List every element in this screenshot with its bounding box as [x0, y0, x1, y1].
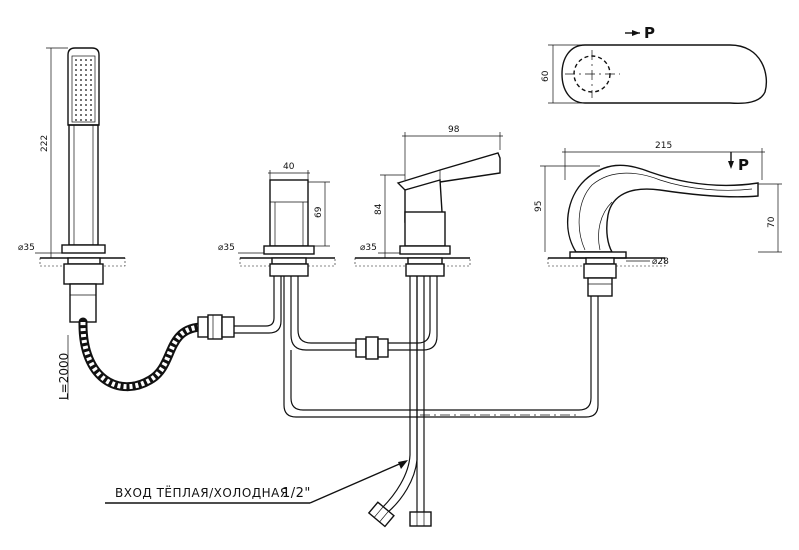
inlet-caption-group: ВХОД ТЁПЛАЯ/ХОЛОДНАЯ 1/2" [105, 460, 408, 504]
spout-flange-dimension: ⌀28 [652, 257, 669, 267]
spray-hole [90, 59, 92, 61]
mixer-body: 98 84 ⌀35 [354, 125, 503, 277]
spray-hole [75, 119, 77, 121]
spray-hole [80, 59, 82, 61]
spray-hole [75, 104, 77, 106]
inlet-caption: ВХОД ТЁПЛАЯ/ХОЛОДНАЯ [115, 485, 289, 500]
spray-hole [75, 79, 77, 81]
mixer-width-dimension: 98 [448, 125, 460, 135]
spray-hole [90, 89, 92, 91]
shower-hose: L=2000 [57, 314, 235, 400]
spray-hole [90, 114, 92, 116]
spray-hole [80, 114, 82, 116]
spray-hole [85, 114, 87, 116]
handle-flange-dimension: ⌀35 [218, 243, 235, 253]
spray-hole [85, 109, 87, 111]
spray-hole [85, 84, 87, 86]
handle-width-dimension: 40 [283, 162, 295, 172]
spray-hole [85, 119, 87, 121]
spray-hole [80, 64, 82, 66]
spray-hole [90, 109, 92, 111]
spray-hole [85, 79, 87, 81]
spray-hole [85, 59, 87, 61]
spray-hole [80, 69, 82, 71]
spray-hole [90, 69, 92, 71]
spray-hole [80, 94, 82, 96]
spray-hole [80, 119, 82, 121]
spray-hole [75, 64, 77, 66]
spray-hole [90, 64, 92, 66]
top-view-width-dimension: 60 [541, 70, 551, 82]
mixer-height-dimension: 84 [374, 203, 384, 215]
shower-flange-dimension: ⌀35 [18, 243, 35, 253]
spray-hole [90, 119, 92, 121]
spray-hole [90, 94, 92, 96]
spray-hole [85, 69, 87, 71]
spray-hole [80, 84, 82, 86]
handle-height-dimension: 69 [314, 206, 324, 218]
spray-hole [75, 89, 77, 91]
diverter-handle: 40 69 ⌀35 [218, 162, 336, 277]
spout-side-view: 215 95 70 P ⌀28 [534, 141, 782, 297]
inlet-size: 1/2" [282, 486, 311, 501]
hand-shower: 222 ⌀35 [18, 47, 126, 323]
spray-hole [85, 89, 87, 91]
spray-hole [80, 74, 82, 76]
spray-hole [85, 94, 87, 96]
spray-hole [75, 69, 77, 71]
spray-hole [90, 74, 92, 76]
spray-hole [80, 89, 82, 91]
spray-hole [85, 99, 87, 101]
mixer-flange-dimension: ⌀35 [360, 243, 377, 253]
spray-hole [75, 84, 77, 86]
spray-hole [75, 94, 77, 96]
side-view-arrow-label: P [738, 156, 749, 174]
spray-hole [90, 84, 92, 86]
spout-length-dimension: 215 [655, 141, 672, 151]
top-view-arrow: P [625, 24, 655, 42]
spray-hole [75, 109, 77, 111]
hose-length-label: L=2000 [57, 353, 71, 400]
spray-hole [90, 79, 92, 81]
spray-hole [75, 74, 77, 76]
shower-spray-holes [75, 59, 92, 121]
spray-hole [80, 109, 82, 111]
spray-hole [90, 99, 92, 101]
spray-hole [80, 99, 82, 101]
spout-top-view: 60 P [541, 24, 767, 104]
spray-hole [80, 79, 82, 81]
spray-hole [75, 99, 77, 101]
spray-hole [85, 64, 87, 66]
top-view-arrow-label: P [644, 24, 655, 42]
spray-hole [80, 104, 82, 106]
side-view-arrow: P [728, 152, 749, 174]
spout-height-dimension: 95 [534, 201, 544, 212]
spout-outlet-dimension: 70 [767, 216, 777, 228]
spray-hole [75, 59, 77, 61]
connection-pipes [234, 276, 599, 528]
shower-height-dimension: 222 [40, 135, 50, 152]
spray-hole [85, 74, 87, 76]
spray-hole [85, 104, 87, 106]
spray-hole [75, 114, 77, 116]
spray-hole [90, 104, 92, 106]
